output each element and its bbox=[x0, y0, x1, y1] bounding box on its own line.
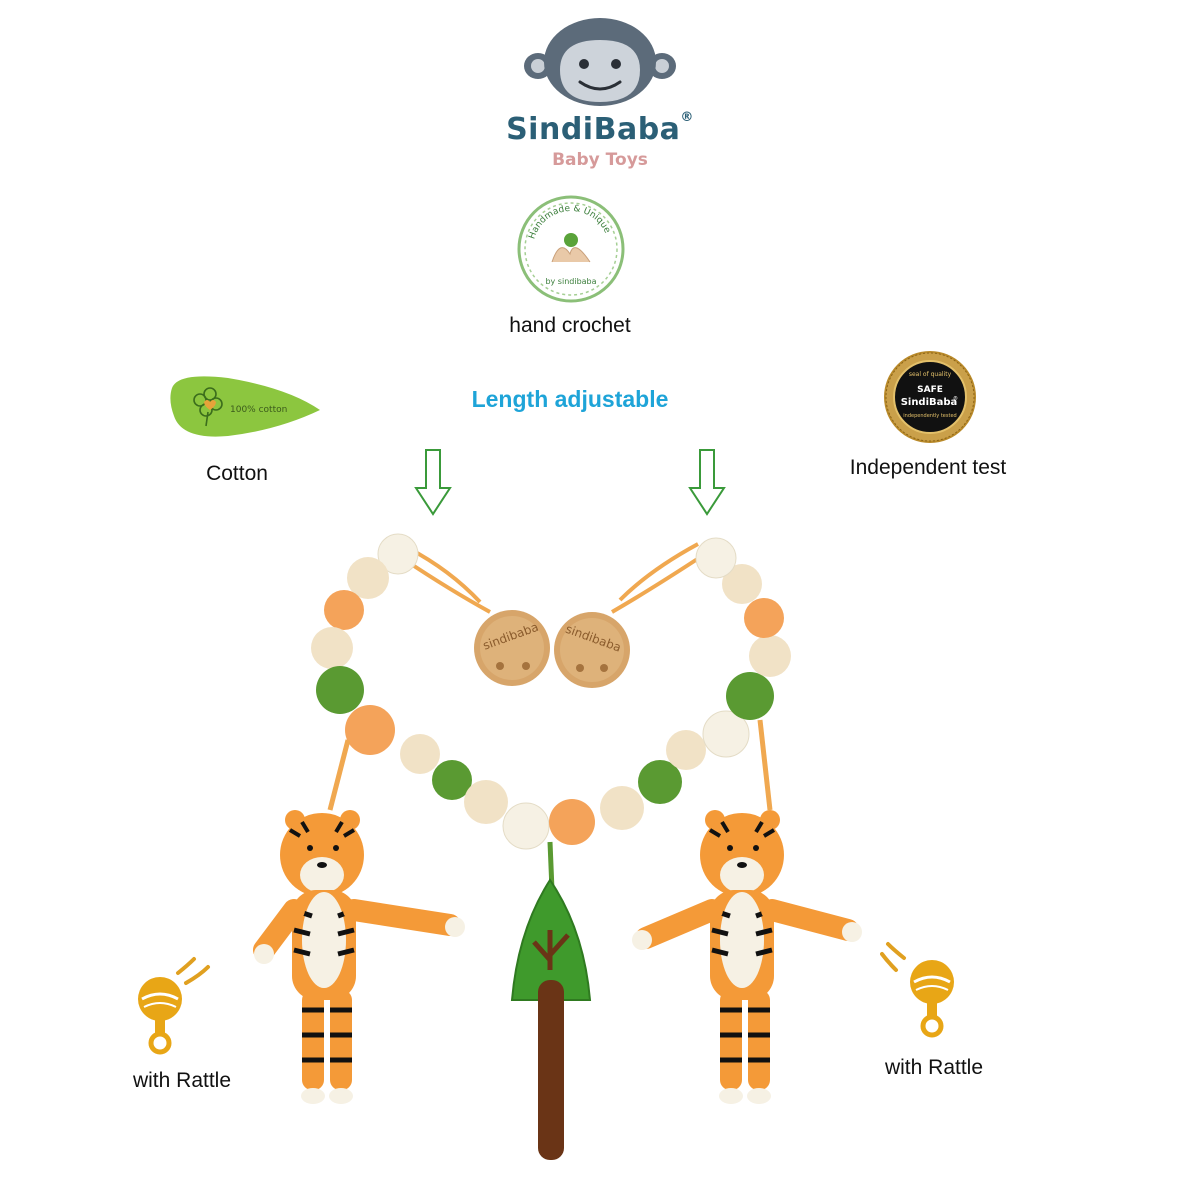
hand-crochet-caption: hand crochet bbox=[509, 314, 631, 337]
length-adjustable-caption: Length adjustable bbox=[471, 386, 669, 412]
rattle-icon bbox=[128, 955, 218, 1055]
svg-text:SAFE: SAFE bbox=[917, 385, 943, 395]
wooden-clip-left: sindibaba bbox=[474, 610, 550, 686]
with-rattle-caption-left: with Rattle bbox=[132, 1069, 232, 1092]
svg-text:seal of quality: seal of quality bbox=[909, 371, 952, 378]
quality-seal-icon: seal of quality SAFE SindiBaba ® indepen… bbox=[883, 350, 977, 444]
handmade-badge-icon: Handmade & Unique by sindibaba bbox=[516, 194, 626, 304]
svg-text:independently tested: independently tested bbox=[903, 413, 956, 419]
crochet-pram-chain-image: sindibaba sindibaba bbox=[250, 530, 870, 1170]
cotton-caption: Cotton bbox=[206, 462, 268, 485]
down-arrow-icon bbox=[688, 448, 726, 516]
independent-test-caption: Independent test bbox=[849, 456, 1007, 479]
with-rattle-caption-right: with Rattle bbox=[884, 1056, 984, 1079]
monkey-logo-icon bbox=[520, 18, 680, 108]
crochet-tree bbox=[510, 878, 592, 1160]
cotton-leaf-icon: 100% cotton bbox=[168, 370, 323, 442]
down-arrow-icon bbox=[414, 448, 452, 516]
svg-text:by sindibaba: by sindibaba bbox=[545, 277, 596, 286]
brand-subtitle: Baby Toys bbox=[552, 150, 648, 170]
tiger-left bbox=[253, 810, 465, 1104]
svg-text:SindiBaba: SindiBaba bbox=[901, 397, 958, 408]
wooden-clip-right: sindibaba bbox=[554, 612, 630, 688]
svg-text:100% cotton: 100% cotton bbox=[230, 405, 287, 415]
rattle-icon bbox=[880, 940, 970, 1040]
brand-name: SindiBaba® bbox=[506, 110, 694, 147]
svg-text:®: ® bbox=[953, 395, 958, 402]
tiger-right bbox=[632, 810, 862, 1104]
